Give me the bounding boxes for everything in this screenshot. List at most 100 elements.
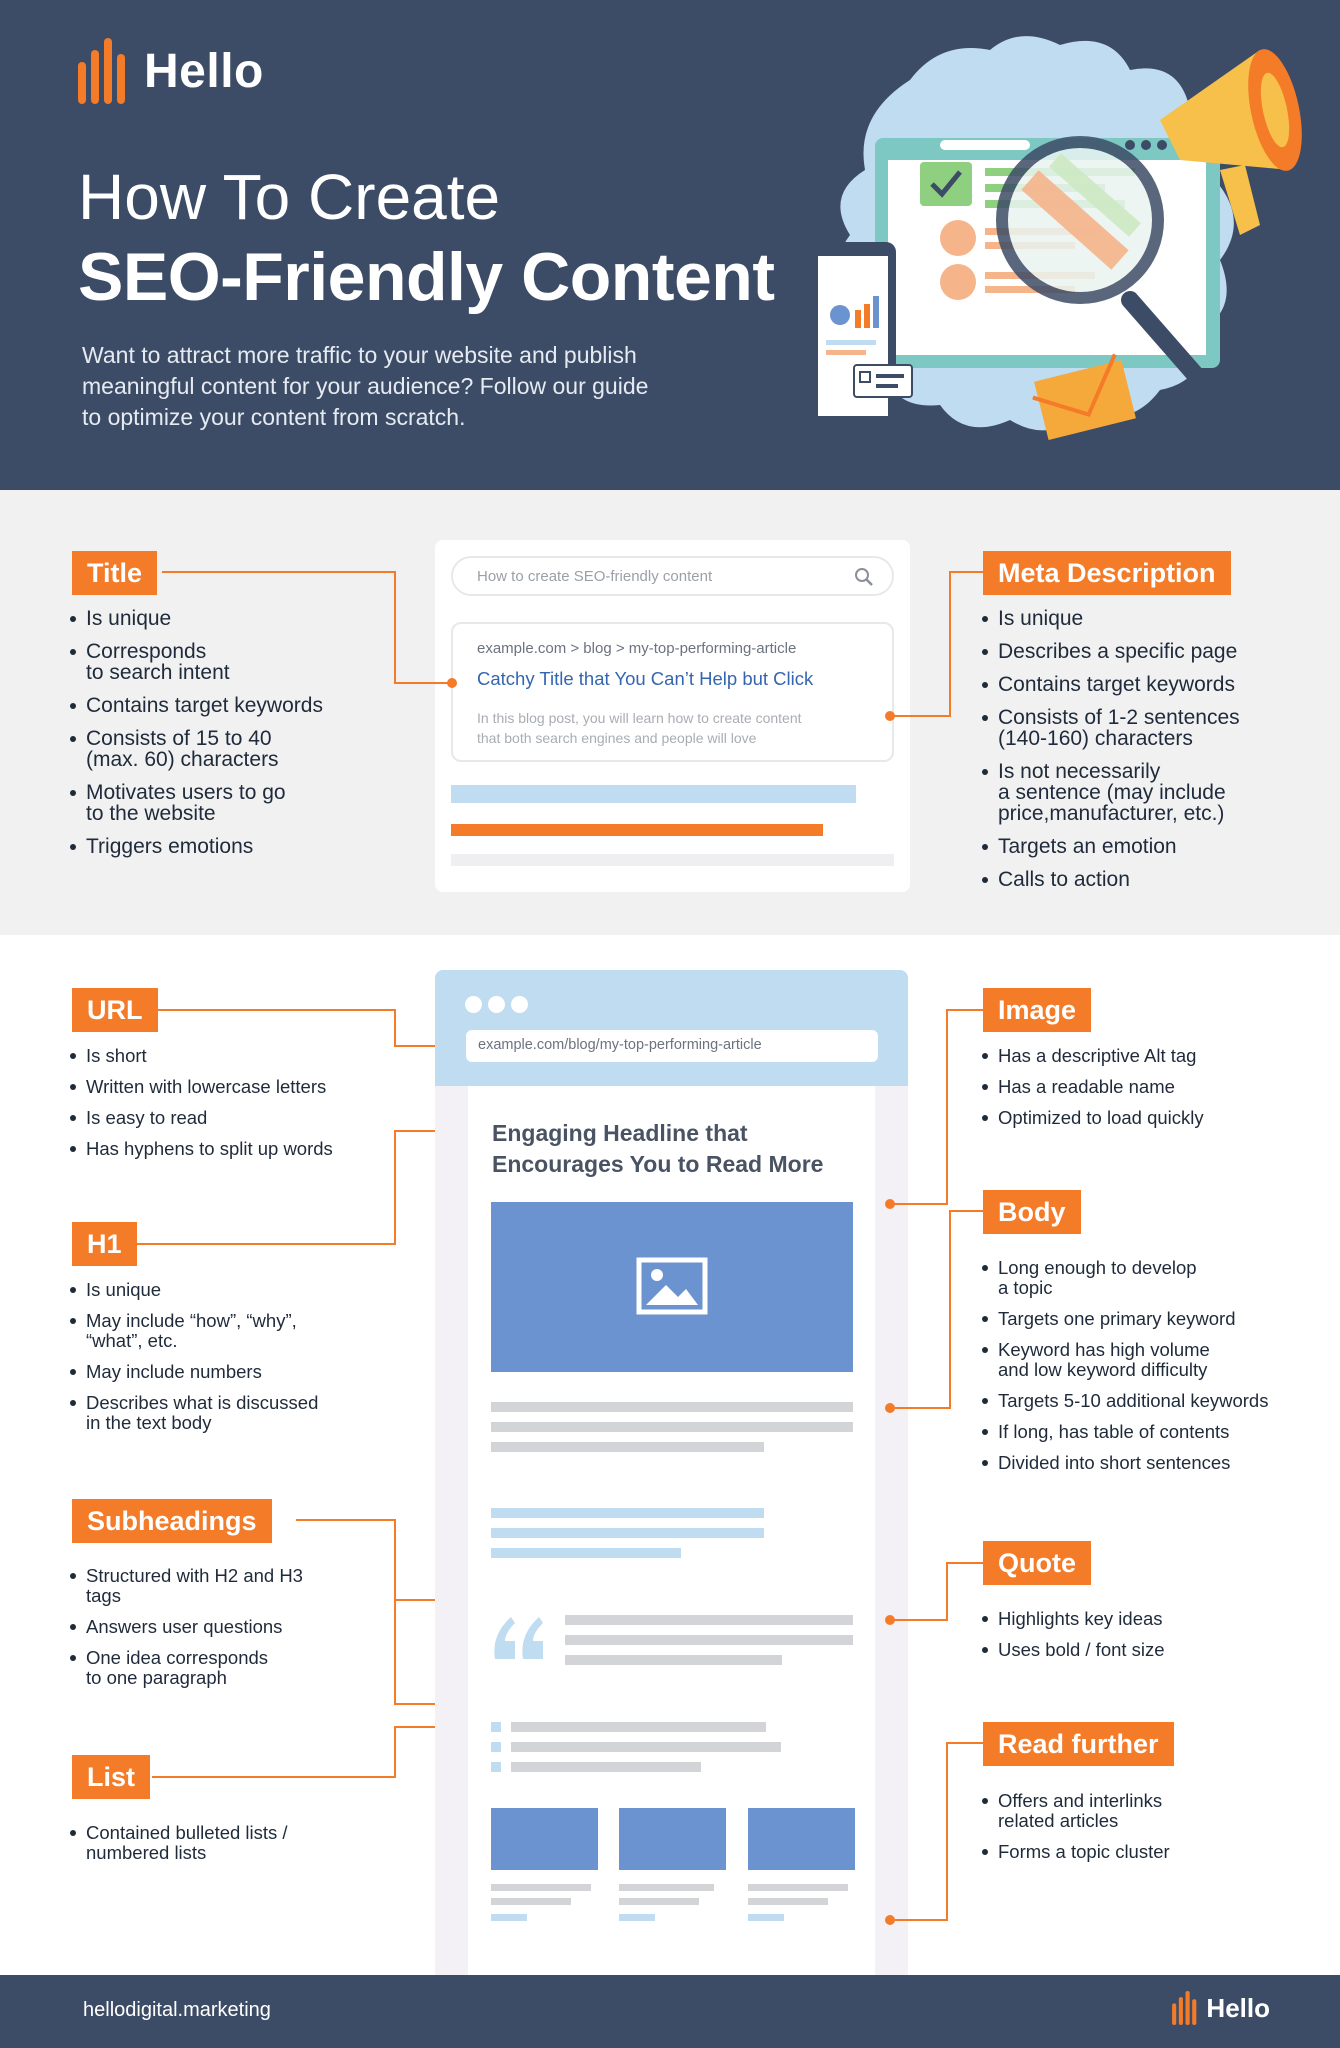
placeholder-bar: [451, 854, 894, 866]
footer: hellodigital.marketing Hello: [0, 1975, 1340, 2048]
browser-toolbar: example.com/blog/my-top-performing-artic…: [435, 970, 908, 1086]
address-url: example.com/blog/my-top-performing-artic…: [478, 1037, 762, 1053]
thumb-caption-line: [491, 1884, 591, 1891]
text-line: [491, 1442, 764, 1452]
subheading-line: [491, 1508, 764, 1518]
related-article-thumbnail[interactable]: [491, 1808, 598, 1870]
intro-line: Want to attract more traffic to your web…: [82, 342, 637, 368]
h1-list: Is unique May include “how”, “why”,“what…: [70, 1280, 318, 1444]
list-item: Divided into short sentences: [982, 1453, 1268, 1473]
article-hero-image: [491, 1202, 853, 1372]
quote-line: [565, 1635, 853, 1645]
list-item: Contains target keywords: [982, 674, 1240, 695]
subheading-line: [491, 1528, 764, 1538]
list-item: Contained bulleted lists /numbered lists: [70, 1823, 288, 1863]
list-item: Is easy to read: [70, 1108, 333, 1128]
list-item: Is unique: [70, 608, 323, 629]
address-bar[interactable]: example.com/blog/my-top-performing-artic…: [466, 1030, 878, 1062]
list-item: Consists of 1-2 sentences(140-160) chara…: [982, 707, 1240, 749]
label-h1: H1: [72, 1222, 137, 1266]
placeholder-bar: [451, 785, 856, 803]
envelope-icon: [1034, 360, 1136, 440]
list-item: If long, has table of contents: [982, 1422, 1268, 1442]
hello-logo-icon: [1172, 1991, 1197, 2025]
text-line: [491, 1402, 853, 1412]
page-margin-left: [435, 1086, 468, 1975]
list-item: Has a descriptive Alt tag: [982, 1046, 1204, 1066]
thumb-caption-line: [619, 1884, 714, 1891]
url-list: Is short Written with lowercase letters …: [70, 1046, 333, 1170]
list-item: Highlights key ideas: [982, 1609, 1165, 1629]
list-item: Targets 5-10 additional keywords: [982, 1391, 1268, 1411]
list-bullet: [491, 1722, 501, 1732]
footer-website[interactable]: hellodigital.marketing: [83, 1999, 271, 2021]
quote-line: [565, 1615, 853, 1625]
check-icon: [930, 170, 962, 198]
list-item: Consists of 15 to 40(max. 60) characters: [70, 728, 323, 770]
footer-logo: Hello: [1172, 1991, 1270, 2025]
list-item: Is short: [70, 1046, 333, 1066]
window-dot: [511, 996, 528, 1013]
meta-description-list: Is unique Describes a specific page Cont…: [982, 608, 1240, 902]
text-line: [491, 1422, 853, 1432]
search-result[interactable]: example.com > blog > my-top-performing-a…: [451, 622, 894, 762]
image-icon: [636, 1257, 708, 1315]
label-url: URL: [72, 988, 158, 1032]
list-bullet: [491, 1742, 501, 1752]
placeholder-bar: [451, 824, 823, 836]
page-title-bold: SEO-Friendly Content: [78, 239, 775, 315]
hero-illustration: [810, 36, 1302, 440]
thumb-caption-line: [748, 1884, 848, 1891]
page-margin-right: [875, 1086, 908, 1975]
list-item: Targets one primary keyword: [982, 1309, 1268, 1329]
list-item: Calls to action: [982, 869, 1240, 890]
page-title-light: How To Create: [78, 161, 501, 233]
hello-logo-icon: [78, 38, 125, 104]
label-read-further: Read further: [983, 1722, 1174, 1766]
search-box[interactable]: How to create SEO-friendly content: [451, 556, 894, 596]
list-item: Contains target keywords: [70, 695, 323, 716]
list-line: [511, 1742, 781, 1752]
list-item: Describes a specific page: [982, 641, 1240, 662]
result-title[interactable]: Catchy Title that You Can’t Help but Cli…: [477, 668, 814, 689]
list-item: Targets an emotion: [982, 836, 1240, 857]
brand-logo: Hello: [78, 38, 264, 104]
related-article-thumbnail[interactable]: [748, 1808, 855, 1870]
list-item: Triggers emotions: [70, 836, 323, 857]
related-article-thumbnail[interactable]: [619, 1808, 726, 1870]
thumb-caption-line: [619, 1914, 655, 1921]
list-list: Contained bulleted lists /numbered lists: [70, 1823, 288, 1874]
list-item: Has a readable name: [982, 1077, 1204, 1097]
search-placeholder: How to create SEO-friendly content: [477, 568, 713, 585]
label-quote: Quote: [983, 1541, 1091, 1585]
label-meta-description: Meta Description: [983, 551, 1231, 595]
article-headline: Engaging Headline that Encourages You to…: [492, 1120, 824, 1177]
intro-text: Want to attract more traffic to your web…: [82, 340, 762, 433]
result-url: example.com > blog > my-top-performing-a…: [477, 640, 797, 657]
thumb-caption-line: [619, 1898, 699, 1905]
thumb-caption-line: [748, 1914, 784, 1921]
label-image: Image: [983, 988, 1092, 1032]
thumb-caption-line: [491, 1914, 527, 1921]
label-title: Title: [72, 551, 158, 595]
result-description: In this blog post, you will learn how to…: [477, 710, 802, 746]
list-item: Answers user questions: [70, 1617, 303, 1637]
list-item: May include “how”, “why”,“what”, etc.: [70, 1311, 318, 1351]
list-item: Is unique: [70, 1280, 318, 1300]
quote-line: [565, 1655, 782, 1665]
serp-card: How to create SEO-friendly content examp…: [435, 540, 910, 892]
intro-line: to optimize your content from scratch.: [82, 404, 466, 430]
list-item: Optimized to load quickly: [982, 1108, 1204, 1128]
brand-name: Hello: [144, 44, 264, 98]
list-item: Written with lowercase letters: [70, 1077, 333, 1097]
